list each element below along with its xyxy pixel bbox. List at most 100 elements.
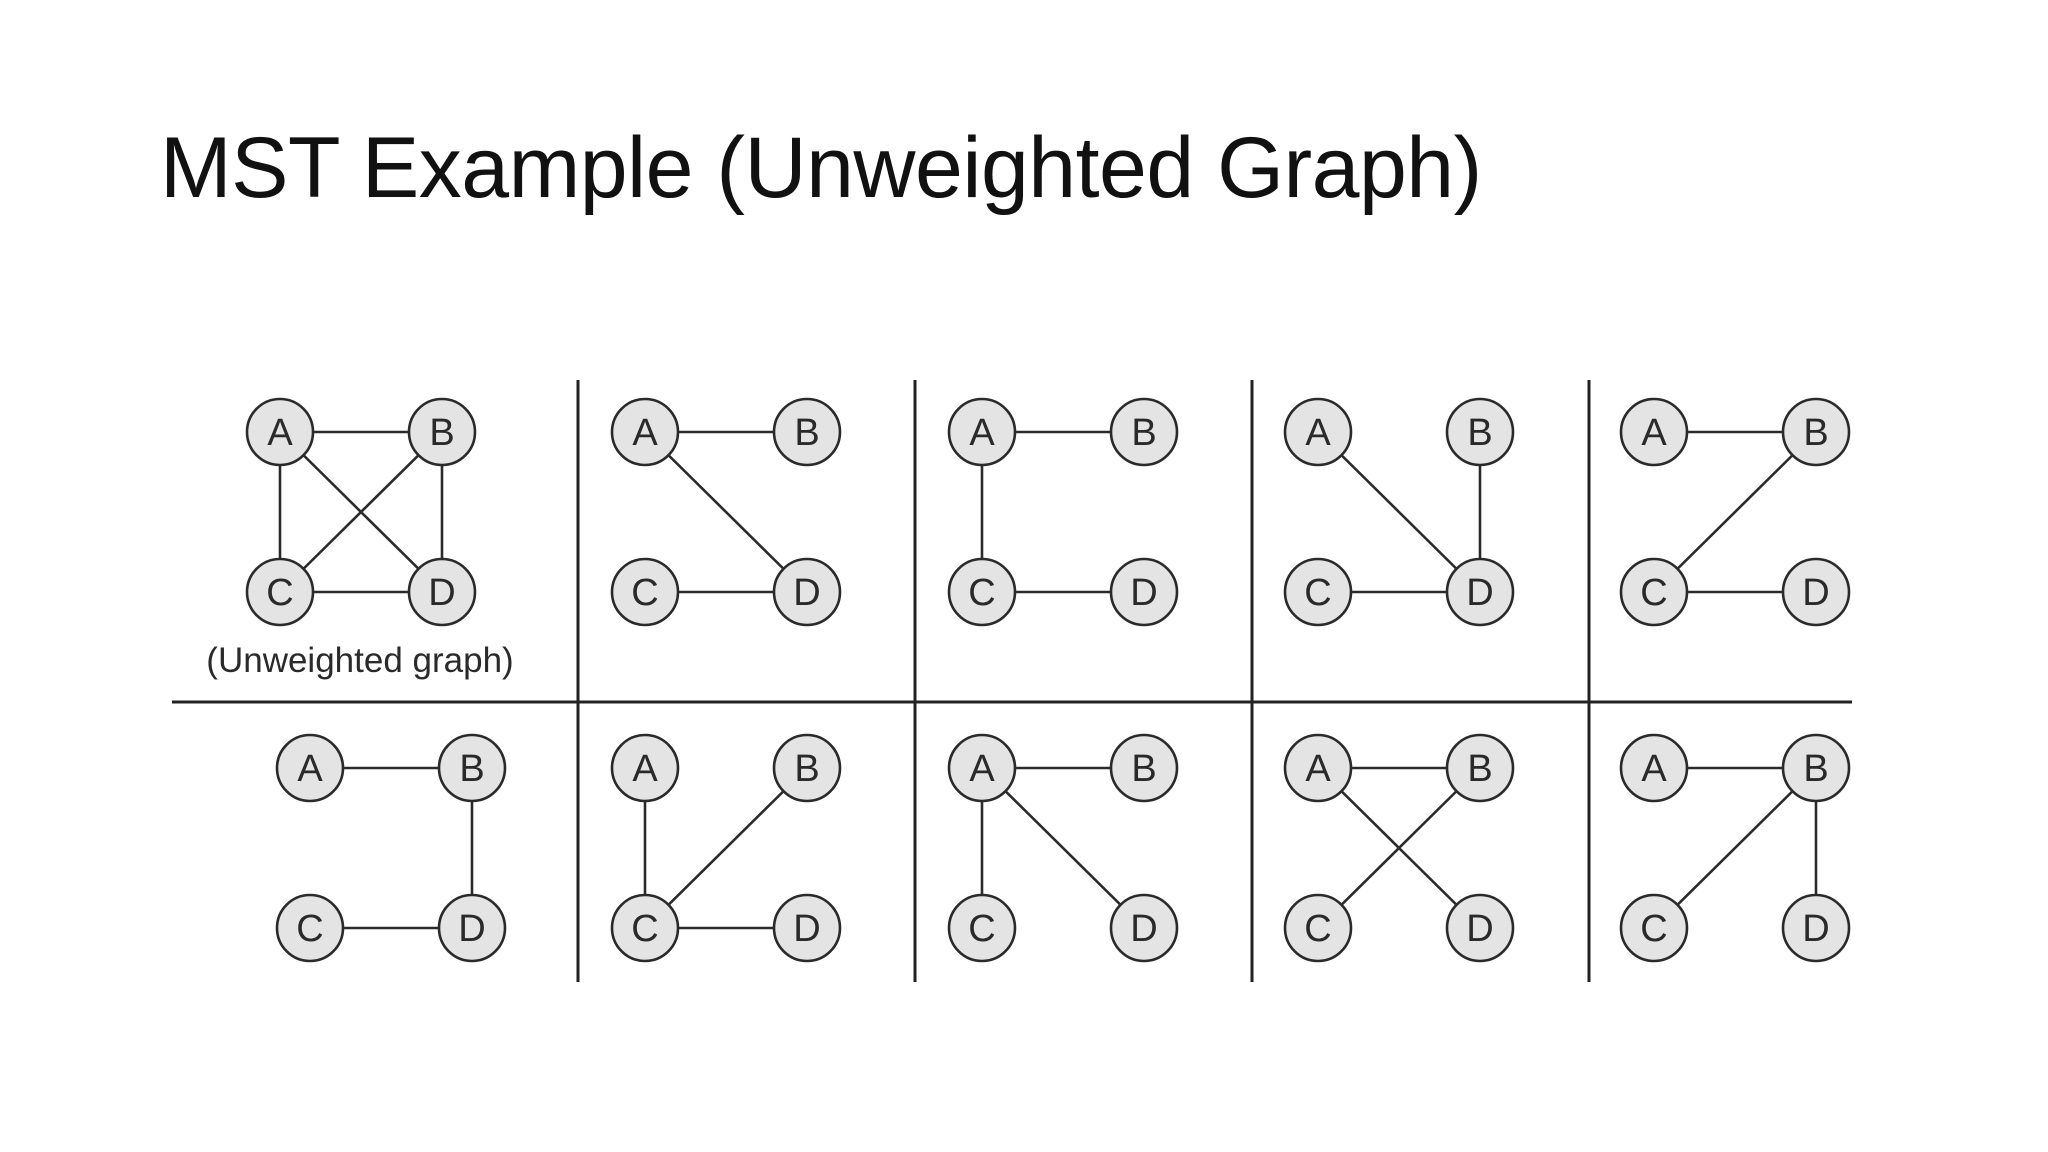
node-c bbox=[610, 557, 680, 627]
panel-dividers bbox=[172, 380, 1852, 982]
node-label-b: B bbox=[459, 748, 484, 790]
node-label-b: B bbox=[1803, 412, 1828, 454]
edge-b-c bbox=[1653, 431, 1817, 593]
node-d bbox=[1445, 893, 1515, 963]
panel-spanning-tree-4: A B C D bbox=[1619, 397, 1851, 627]
node-d bbox=[437, 893, 507, 963]
node-c bbox=[245, 557, 315, 627]
node-b bbox=[1781, 733, 1851, 803]
panel-spanning-tree-3: A B C D bbox=[1283, 397, 1515, 627]
node-label-b: B bbox=[1467, 748, 1492, 790]
node-c bbox=[1619, 893, 1689, 963]
node-label-b: B bbox=[1803, 748, 1828, 790]
node-a bbox=[275, 733, 345, 803]
node-label-d: D bbox=[793, 908, 820, 950]
node-b bbox=[1109, 733, 1179, 803]
node-label-d: D bbox=[1130, 572, 1157, 614]
node-a bbox=[610, 397, 680, 467]
node-label-a: A bbox=[1641, 748, 1667, 790]
node-label-b: B bbox=[1131, 748, 1156, 790]
node-label-a: A bbox=[1305, 748, 1331, 790]
node-b bbox=[1109, 397, 1179, 467]
node-b bbox=[772, 397, 842, 467]
node-c bbox=[1283, 893, 1353, 963]
node-a bbox=[1283, 397, 1353, 467]
node-a bbox=[610, 733, 680, 803]
panel-spanning-tree-9: A B C D bbox=[1619, 733, 1851, 963]
node-label-a: A bbox=[969, 412, 995, 454]
edge-b-c bbox=[644, 767, 808, 929]
node-a bbox=[1619, 397, 1689, 467]
graph-caption: (Unweighted graph) bbox=[206, 641, 513, 680]
node-label-c: C bbox=[296, 908, 323, 950]
node-d bbox=[407, 557, 477, 627]
panel-spanning-tree-7: A B C D bbox=[947, 733, 1179, 963]
node-b bbox=[1445, 733, 1515, 803]
node-label-d: D bbox=[1802, 572, 1829, 614]
node-label-c: C bbox=[1640, 572, 1667, 614]
edge-b-c bbox=[1653, 767, 1817, 929]
edge-a-d bbox=[1317, 431, 1481, 593]
node-b bbox=[1781, 397, 1851, 467]
node-b bbox=[437, 733, 507, 803]
node-label-b: B bbox=[794, 412, 819, 454]
node-b bbox=[407, 397, 477, 467]
node-label-d: D bbox=[1802, 908, 1829, 950]
node-label-a: A bbox=[267, 412, 293, 454]
node-label-a: A bbox=[297, 748, 323, 790]
node-label-c: C bbox=[631, 908, 658, 950]
edge-a-d bbox=[981, 767, 1145, 929]
node-label-c: C bbox=[631, 572, 658, 614]
node-c bbox=[610, 893, 680, 963]
node-label-c: C bbox=[1304, 908, 1331, 950]
node-label-d: D bbox=[1466, 908, 1493, 950]
node-label-a: A bbox=[632, 748, 658, 790]
node-c bbox=[947, 557, 1017, 627]
node-b bbox=[772, 733, 842, 803]
node-d bbox=[1109, 893, 1179, 963]
node-d bbox=[1781, 557, 1851, 627]
node-label-d: D bbox=[793, 572, 820, 614]
node-a bbox=[1619, 733, 1689, 803]
node-label-c: C bbox=[266, 572, 293, 614]
panel-spanning-tree-6: A B C D bbox=[610, 733, 842, 963]
node-label-d: D bbox=[1466, 572, 1493, 614]
node-label-a: A bbox=[1641, 412, 1667, 454]
node-label-d: D bbox=[428, 572, 455, 614]
panel-spanning-tree-1: A B C D bbox=[610, 397, 842, 627]
node-d bbox=[1445, 557, 1515, 627]
panel-original-graph: A B C D bbox=[245, 397, 477, 627]
node-a bbox=[947, 733, 1017, 803]
node-label-b: B bbox=[794, 748, 819, 790]
node-label-c: C bbox=[1304, 572, 1331, 614]
node-label-a: A bbox=[1305, 412, 1331, 454]
node-label-a: A bbox=[632, 412, 658, 454]
panel-spanning-tree-8: A B C D bbox=[1283, 733, 1515, 963]
node-d bbox=[1109, 557, 1179, 627]
node-label-c: C bbox=[968, 572, 995, 614]
panel-spanning-tree-5: A B C D bbox=[275, 733, 507, 963]
node-label-b: B bbox=[1467, 412, 1492, 454]
node-c bbox=[1619, 557, 1689, 627]
edge-b-c bbox=[279, 431, 443, 593]
edge-a-d bbox=[644, 431, 808, 593]
node-a bbox=[947, 397, 1017, 467]
node-label-a: A bbox=[969, 748, 995, 790]
slide-title: MST Example (Unweighted Graph) bbox=[160, 120, 1482, 216]
node-a bbox=[245, 397, 315, 467]
node-label-c: C bbox=[968, 908, 995, 950]
node-label-c: C bbox=[1640, 908, 1667, 950]
edge-b-c bbox=[1317, 767, 1481, 929]
node-d bbox=[772, 557, 842, 627]
node-label-d: D bbox=[458, 908, 485, 950]
node-a bbox=[1283, 733, 1353, 803]
node-d bbox=[1781, 893, 1851, 963]
node-label-b: B bbox=[429, 412, 454, 454]
node-c bbox=[275, 893, 345, 963]
node-c bbox=[947, 893, 1017, 963]
node-label-d: D bbox=[1130, 908, 1157, 950]
node-b bbox=[1445, 397, 1515, 467]
